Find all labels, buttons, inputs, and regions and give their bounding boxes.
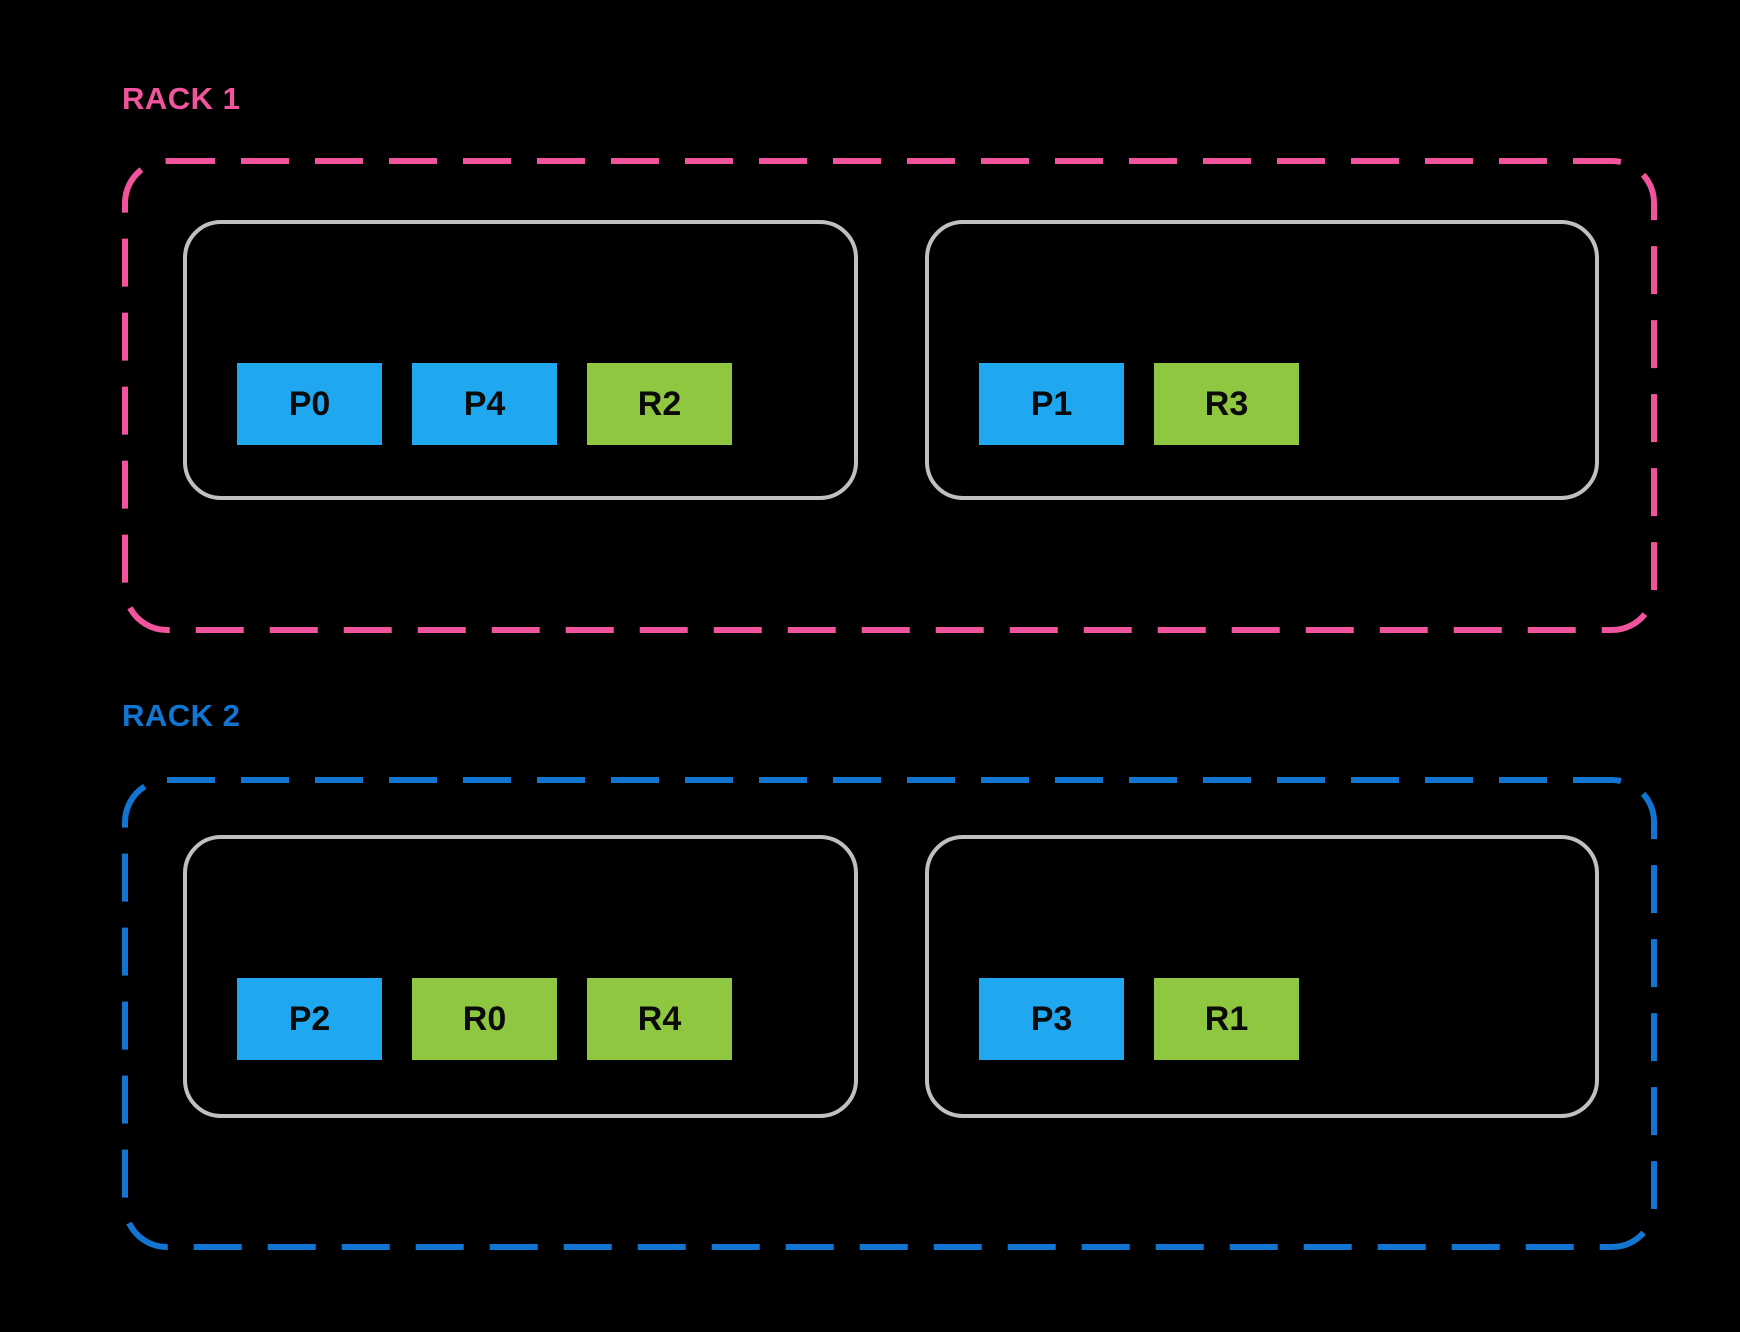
rack-1-label: RACK 1 xyxy=(122,81,241,116)
rack-2-node-2-chips: P3 R1 xyxy=(979,978,1299,1060)
chip-r3: R3 xyxy=(1154,363,1299,445)
rack-2-node-1: P2 R0 R4 xyxy=(183,835,858,1118)
chip-p2: P2 xyxy=(237,978,382,1060)
rack-2-boundary-rect xyxy=(122,777,1657,1250)
rack-1-node-2: P1 R3 xyxy=(925,220,1599,500)
chip-r0: R0 xyxy=(412,978,557,1060)
rack-1-node-1-chips: P0 P4 R2 xyxy=(237,363,732,445)
chip-p1: P1 xyxy=(979,363,1124,445)
rack-2-node-2: P3 R1 xyxy=(925,835,1599,1118)
chip-p0: P0 xyxy=(237,363,382,445)
chip-r1: R1 xyxy=(1154,978,1299,1060)
chip-p3: P3 xyxy=(979,978,1124,1060)
chip-r4: R4 xyxy=(587,978,732,1060)
rack-2-label: RACK 2 xyxy=(122,698,241,733)
rack-2-boundary xyxy=(122,777,1657,1250)
rack-2-node-1-chips: P2 R0 R4 xyxy=(237,978,732,1060)
chip-r2: R2 xyxy=(587,363,732,445)
rack-1-boundary xyxy=(122,158,1657,633)
rack-1-node-2-chips: P1 R3 xyxy=(979,363,1299,445)
chip-p4: P4 xyxy=(412,363,557,445)
rack-1-node-1: P0 P4 R2 xyxy=(183,220,858,500)
rack-1-boundary-rect xyxy=(122,158,1657,633)
